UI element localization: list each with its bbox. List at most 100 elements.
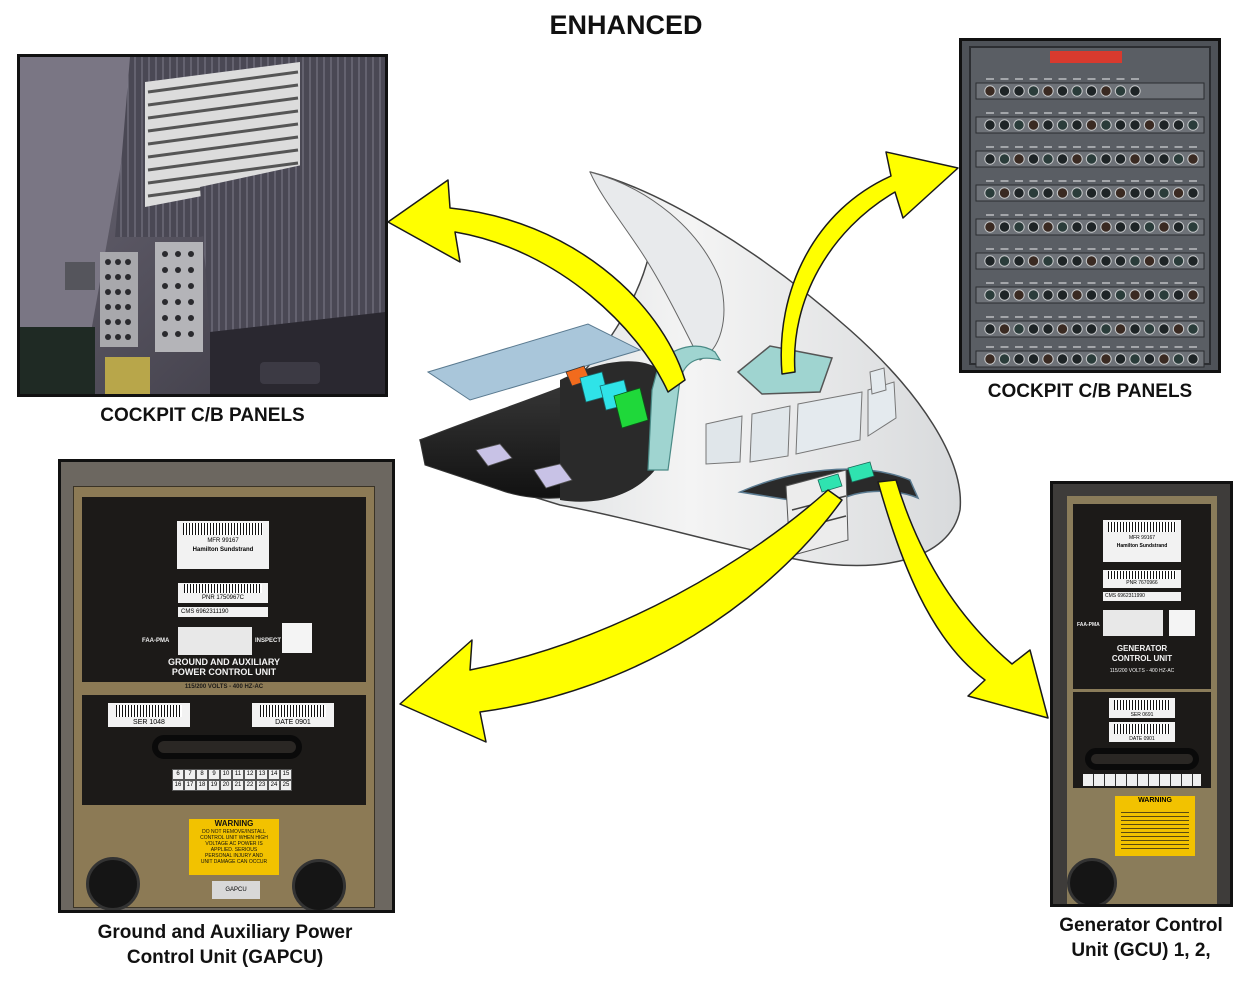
circuit-breaker <box>1143 255 1156 267</box>
circuit-breaker <box>1114 187 1127 199</box>
circuit-breaker <box>1013 85 1025 97</box>
gapcu-unit: MFR 99167 Hamilton Sundstrand PNR 175096… <box>73 486 375 910</box>
circuit-breaker <box>1114 119 1127 131</box>
circuit-breaker <box>1027 187 1040 199</box>
warning-label: WARNING DO NOT REMOVE/INSTALL CONTROL UN… <box>189 819 279 875</box>
mfr-text: MFR 99167 <box>207 538 239 544</box>
circuit-breaker <box>1042 187 1054 199</box>
date-label: DATE 0901 <box>252 703 334 727</box>
ser-label: SER 1048 <box>108 703 190 727</box>
gcu-unit: MFR 99167 Hamilton Sundstrand PNR 767096… <box>1067 496 1217 904</box>
gcu-mod-record <box>1103 610 1163 636</box>
gapcu-photo: MFR 99167 Hamilton Sundstrand PNR 175096… <box>58 459 395 913</box>
gcu-mod-strip <box>1083 774 1201 786</box>
circuit-breaker <box>1129 153 1141 165</box>
gcu-name-line2: CONTROL UNIT <box>1111 654 1173 663</box>
circuit-breaker <box>1013 187 1025 199</box>
circuit-breaker <box>1158 221 1170 233</box>
circuit-breaker <box>1042 289 1054 301</box>
unit-name-line2: POWER CONTROL UNIT <box>171 667 277 677</box>
circuit-breaker <box>1143 289 1156 301</box>
handle <box>152 735 302 759</box>
mod-status-cell: 20 <box>220 780 232 791</box>
circuit-breaker <box>1071 119 1083 131</box>
circuit-breaker <box>1100 119 1112 131</box>
circuit-breaker <box>1013 255 1025 267</box>
warning-line-3: VOLTAGE AC POWER IS <box>205 841 263 847</box>
circuit-breaker <box>1085 119 1098 131</box>
brand-text: Hamilton Sundstrand <box>192 547 254 553</box>
circuit-breaker <box>1027 353 1040 365</box>
circuit-breaker <box>1158 119 1170 131</box>
circuit-breaker <box>1056 85 1069 97</box>
cb-panel-small <box>100 252 138 347</box>
circuit-breaker <box>1143 187 1156 199</box>
circuit-breaker <box>1071 153 1083 165</box>
mod-status-cell: 14 <box>268 769 280 780</box>
circuit-breaker <box>1129 289 1141 301</box>
circuit-breaker <box>1172 153 1185 165</box>
circuit-breaker <box>1129 255 1141 267</box>
circuit-breaker <box>1027 323 1040 335</box>
circuit-breaker <box>1187 323 1199 335</box>
gcu-handle <box>1085 748 1199 770</box>
circuit-breaker <box>1013 221 1025 233</box>
cms-label: CMS 6962311190 <box>178 607 268 617</box>
circuit-breaker <box>1172 119 1185 131</box>
circuit-breaker <box>984 289 996 301</box>
circuit-breaker <box>1085 255 1098 267</box>
module-lavender-2 <box>533 463 573 489</box>
circuit-breaker <box>1187 255 1199 267</box>
circuit-breaker <box>1042 353 1054 365</box>
circuit-breaker <box>1042 255 1054 267</box>
mod-status-cell: 18 <box>196 780 208 791</box>
gapcu-faceplate: MFR 99167 Hamilton Sundstrand PNR 175096… <box>82 497 366 682</box>
warning-title: WARNING <box>214 819 254 828</box>
cb-panel-image <box>962 41 1218 370</box>
cockpit-cb-caption-right: COCKPIT C/B PANELS <box>987 381 1193 402</box>
circuit-breaker <box>984 187 996 199</box>
mod-record-label <box>178 627 252 655</box>
circuit-breaker <box>1085 221 1098 233</box>
circuit-breaker <box>1042 119 1054 131</box>
circuit-breaker <box>1100 289 1112 301</box>
circuit-breaker <box>998 153 1011 165</box>
floor-panel <box>426 323 642 401</box>
warning-line-2: CONTROL UNIT WHEN HIGH <box>200 835 268 841</box>
circuit-breaker <box>1172 289 1185 301</box>
faa-text: FAA-PMA <box>142 638 170 644</box>
mount-knob-left <box>86 857 140 910</box>
inspect-stamp <box>282 623 312 653</box>
arrows <box>387 151 1049 743</box>
circuit-breaker <box>984 255 996 267</box>
gcu-faa-text: FAA-PMA <box>1077 622 1100 628</box>
circuit-breaker <box>1056 289 1069 301</box>
arrow-to-gapcu <box>399 489 843 743</box>
circuit-breaker <box>998 221 1011 233</box>
circuit-breaker <box>998 119 1011 131</box>
circuit-breaker <box>1085 323 1098 335</box>
gcu-mount-knob <box>1067 858 1117 904</box>
mod-status-cell: 17 <box>184 780 196 791</box>
circuit-breaker <box>1172 323 1185 335</box>
circuit-breaker <box>1143 323 1156 335</box>
mod-status-cell: 24 <box>268 780 280 791</box>
circuit-breaker <box>1143 153 1156 165</box>
circuit-breaker <box>1013 323 1025 335</box>
mod-status-cell: 21 <box>232 780 244 791</box>
warning-line-5: PERSONAL INJURY AND <box>205 853 263 859</box>
gapcu-caption: Ground and Auxiliary Power Control Unit … <box>40 921 410 970</box>
circuit-breaker <box>1100 221 1112 233</box>
circuit-breaker <box>1158 289 1170 301</box>
mod-status-cell: 7 <box>184 769 196 780</box>
circuit-breaker <box>1013 353 1025 365</box>
circuit-breaker <box>1114 353 1127 365</box>
circuit-breaker <box>998 85 1011 97</box>
gcu-rating-text: 115/200 VOLTS - 400 HZ-AC <box>1109 668 1175 674</box>
gcu-brand-text: Hamilton Sundstrand <box>1116 543 1168 549</box>
bottom-tag: GAPCU <box>212 881 260 899</box>
mod-status-cell: 19 <box>208 780 220 791</box>
